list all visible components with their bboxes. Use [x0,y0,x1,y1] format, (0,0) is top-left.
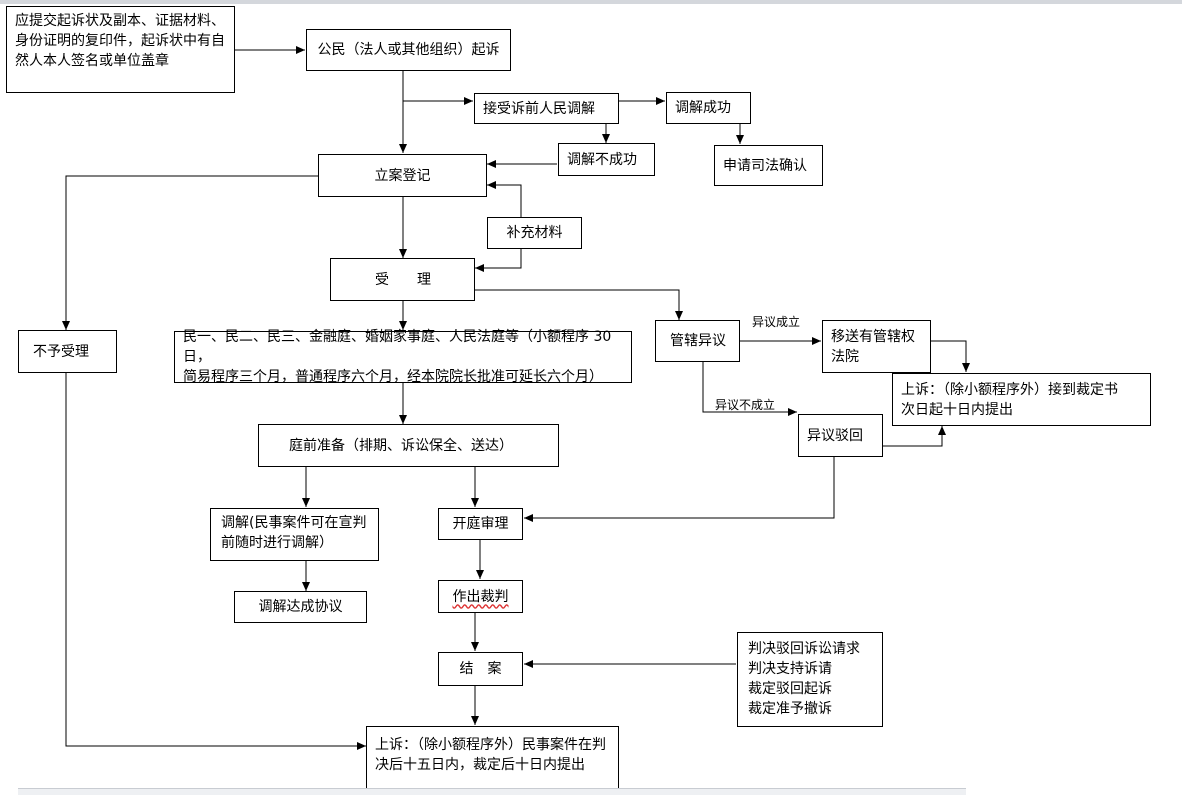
node-mediation-success: 调解成功 [666,92,751,124]
node-judicial-confirm: 申请司法确认 [714,145,823,186]
label-objection-upheld: 异议成立 [752,315,801,329]
label-objection-not-upheld: 异议不成立 [715,398,776,412]
node-close-case: 结 案 [438,652,523,686]
node-objection-rejected: 异议驳回 [798,414,883,457]
node-mediation-fail: 调解不成功 [558,143,655,176]
node-mediation-agreement: 调解达成协议 [234,591,367,623]
node-trial: 开庭审理 [438,508,523,540]
node-not-accept: 不予受理 [18,330,117,373]
edge-register-to-notaccept [62,175,318,330]
node-appeal-judgment: 上诉：（除小额程序外）民事案件在判 决后十五日内，裁定后十日内提出 [366,726,619,790]
node-outcomes: 判决驳回诉讼请求 判决支持诉请 裁定驳回起诉 裁定准予撤诉 [737,632,883,727]
node-transfer-court: 移送有管辖权 法院 [822,320,931,373]
node-mediation-anytime: 调解(民事案件可在宣判 前随时进行调解） [210,508,379,561]
edge-supplement-to-accept [475,248,522,272]
node-jurisdiction-objection: 管辖异议 [655,320,740,362]
edge-rejected-to-trial [524,456,835,522]
node-supplement: 补充材料 [487,217,582,249]
node-divisions: 民一、民二、民三、金融庭、婚姻家事庭、人民法庭等（小额程序 30 日， 简易程序… [174,329,632,385]
node-accept: 受 理 [330,258,475,301]
edge-accept-to-objection [474,289,683,320]
node-citizen-sue: 公民（法人或其他组织）起诉 [306,29,511,71]
node-judgment: 作出裁判 [438,580,523,613]
node-pre-mediation: 接受诉前人民调解 [474,93,619,124]
node-filing-register: 立案登记 [318,154,487,197]
edge-transfer-to-appeal [930,340,970,372]
node-materials-note: 应提交起诉状及副本、证据材料、 身份证明的复印件，起诉状中有自 然人本人签名或单… [6,6,235,93]
edge-objection-to-rejected [702,362,797,416]
window-top-strip [0,0,1182,4]
node-appeal-ruling: 上诉：（除小额程序外）接到裁定书 次日起十日内提出 [892,373,1151,426]
edge-supplement-to-register [487,181,522,217]
node-pretrial-prep: 庭前准备（排期、诉讼保全、送达） [258,424,559,467]
edge-rejected-to-appeal [882,426,946,447]
window-bottom-strip [18,788,966,795]
edge-notaccept-to-appeal [65,372,366,750]
